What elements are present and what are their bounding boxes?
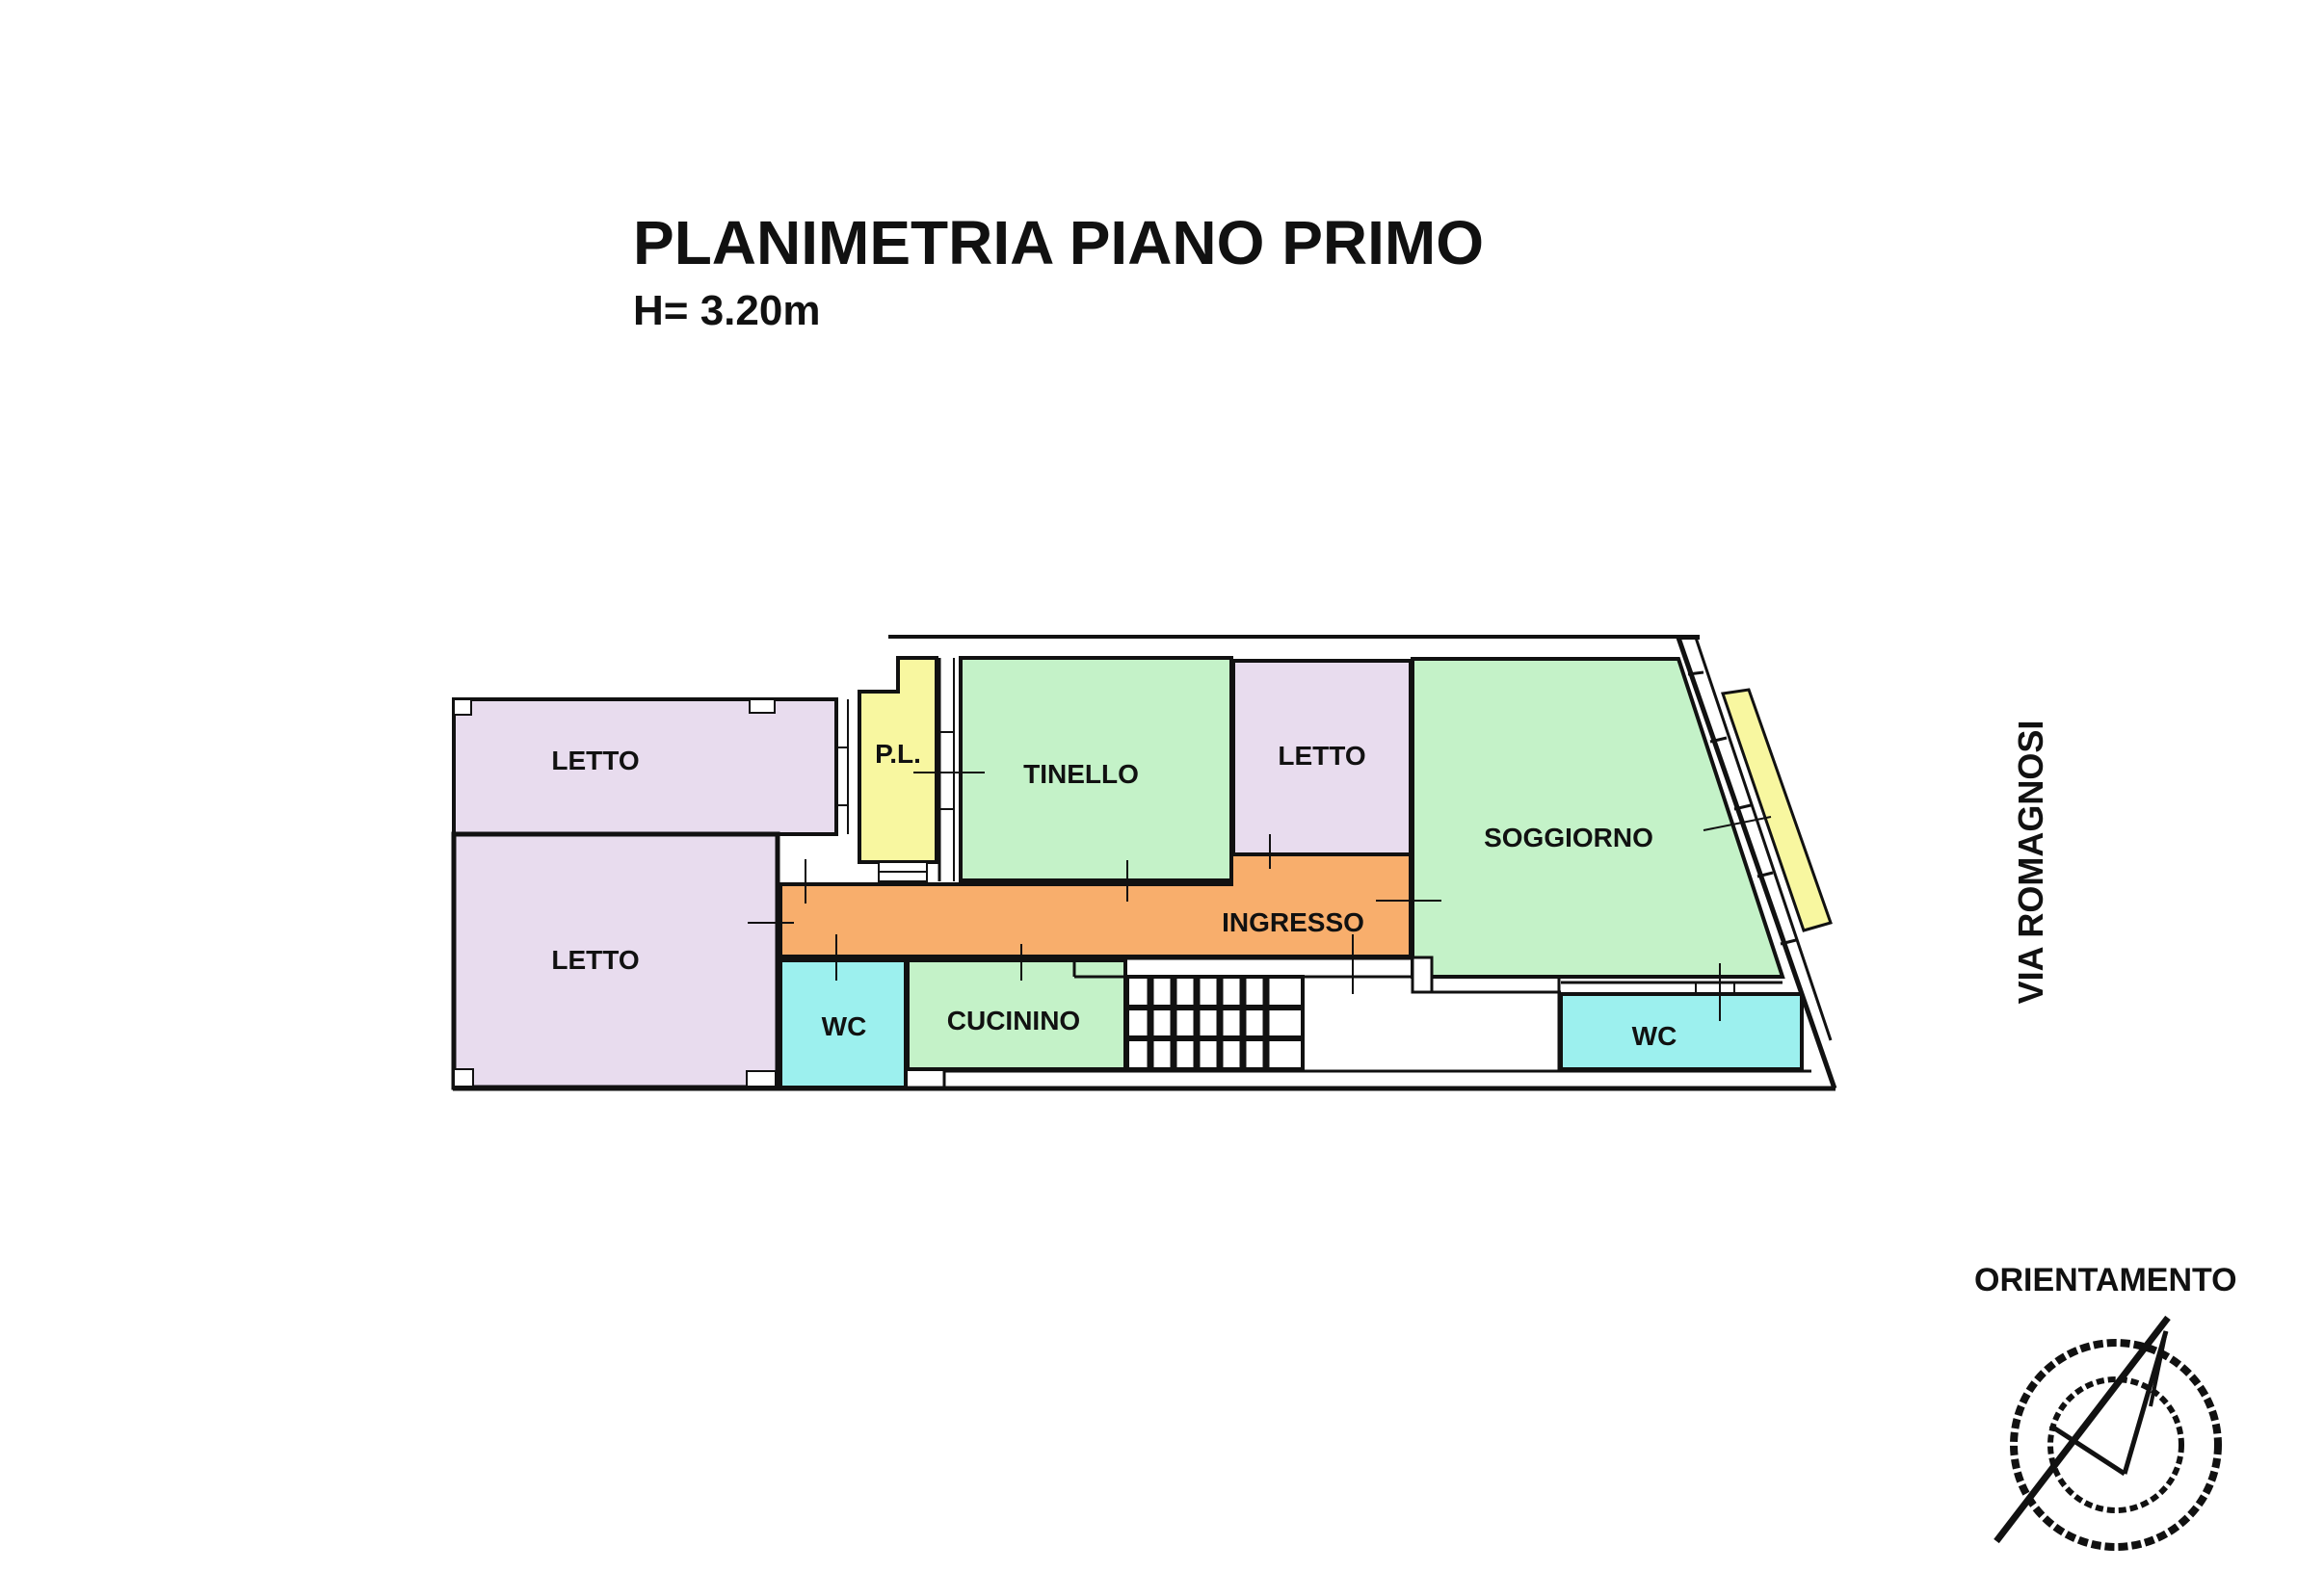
label-wc-right: WC — [1632, 1021, 1677, 1051]
room-pl — [858, 656, 938, 864]
label-cucinino: CUCININO — [947, 1006, 1080, 1035]
label-wc-left: WC — [822, 1011, 867, 1041]
label-letto-lower: LETTO — [551, 945, 639, 975]
label-pl: P.L. — [875, 739, 921, 769]
label-soggiorno: SOGGIORNO — [1484, 823, 1653, 852]
staircase — [1125, 975, 1305, 1071]
compass-icon — [1994, 1315, 2222, 1551]
room-ingresso — [779, 852, 1413, 958]
room-tinello — [959, 656, 1233, 882]
room-letto-lower — [451, 831, 780, 1090]
ceiling-height: H= 3.20m — [633, 287, 821, 334]
label-ingresso: INGRESSO — [1222, 907, 1364, 937]
label-letto-middle: LETTO — [1278, 741, 1365, 771]
label-tinello: TINELLO — [1023, 759, 1139, 789]
balcony — [1720, 688, 1833, 932]
walls — [453, 636, 1837, 1091]
door-marks — [748, 772, 1772, 1021]
room-wc-right — [1559, 992, 1804, 1071]
room-letto-upper — [452, 697, 838, 836]
label-letto-upper: LETTO — [551, 746, 639, 775]
page-title: PLANIMETRIA PIANO PRIMO — [633, 208, 1484, 277]
orientation-label: ORIENTAMENTO — [1974, 1262, 2237, 1298]
room-cucinino — [906, 958, 1127, 1071]
